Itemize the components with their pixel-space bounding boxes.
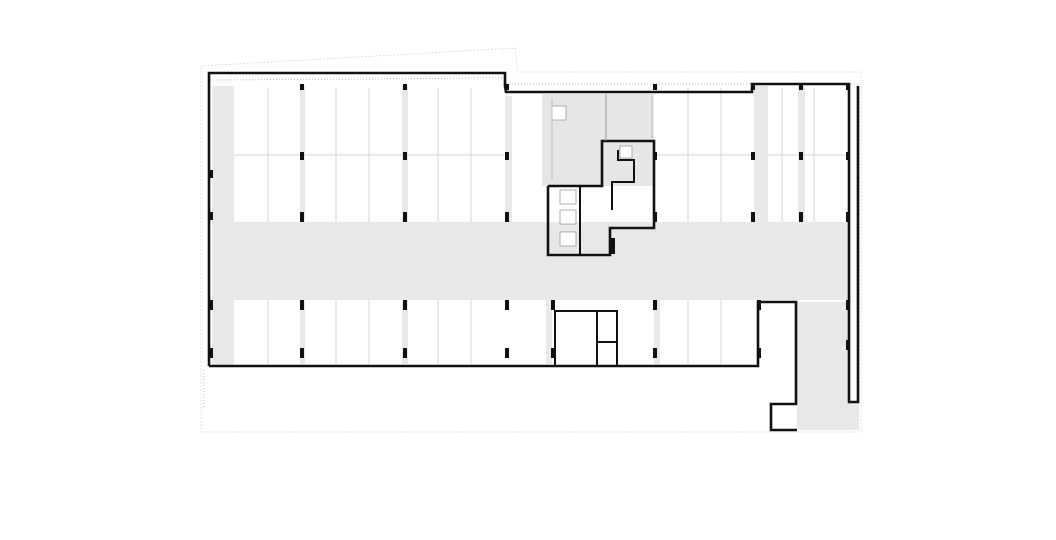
column — [751, 152, 755, 160]
exterior-wall-right — [847, 86, 860, 404]
lift-car — [559, 189, 577, 205]
lift-car — [559, 209, 577, 225]
column — [300, 84, 304, 90]
column — [846, 212, 850, 222]
column — [505, 84, 509, 90]
column — [653, 300, 657, 310]
column — [403, 84, 407, 90]
lower-room-wall — [554, 310, 618, 366]
circulation-zones — [212, 86, 859, 430]
column — [799, 152, 803, 160]
core-details — [551, 96, 653, 247]
column — [653, 212, 657, 222]
column — [505, 212, 509, 222]
column-strip — [546, 300, 552, 364]
column — [799, 212, 803, 222]
stair-flight — [619, 145, 633, 159]
column — [846, 300, 850, 310]
ramp-exit — [797, 402, 859, 430]
column — [209, 300, 213, 310]
drive-aisle — [212, 222, 848, 300]
column — [846, 84, 850, 90]
column — [300, 152, 304, 160]
column — [403, 348, 407, 358]
stair-landing — [551, 105, 567, 121]
column — [551, 348, 555, 358]
exterior-wall-top — [207, 71, 851, 366]
column — [846, 340, 850, 350]
column — [551, 300, 555, 310]
column — [653, 152, 657, 160]
column — [757, 348, 761, 358]
column — [751, 212, 755, 222]
column — [403, 300, 407, 310]
column — [653, 84, 657, 90]
column-strip — [654, 300, 660, 364]
column-strip — [300, 300, 305, 364]
site-boundary-line — [200, 47, 862, 433]
column — [751, 84, 755, 90]
column — [610, 238, 615, 254]
exterior-wall-bottom — [209, 300, 798, 432]
lift-car — [559, 231, 577, 247]
column — [846, 152, 850, 160]
structural-columns — [209, 84, 850, 358]
column-strip — [754, 86, 768, 222]
ramp-corridor — [797, 302, 849, 402]
column — [403, 212, 407, 222]
column — [209, 212, 213, 220]
column — [653, 348, 657, 358]
column — [300, 212, 304, 222]
site-dotted-line — [209, 77, 506, 81]
core-stair-wall — [611, 150, 635, 210]
column — [403, 152, 407, 160]
column — [757, 300, 761, 310]
column — [300, 300, 304, 310]
column — [209, 170, 213, 178]
column — [799, 84, 803, 90]
column — [505, 152, 509, 160]
left-ramp-strip — [212, 86, 234, 366]
lower-room-wall — [596, 311, 617, 366]
column — [209, 348, 213, 358]
column — [300, 348, 304, 358]
core-wall — [546, 139, 656, 257]
column — [505, 348, 509, 358]
column — [505, 300, 509, 310]
column-strip — [402, 300, 408, 364]
parking-stall-lines — [234, 88, 848, 364]
